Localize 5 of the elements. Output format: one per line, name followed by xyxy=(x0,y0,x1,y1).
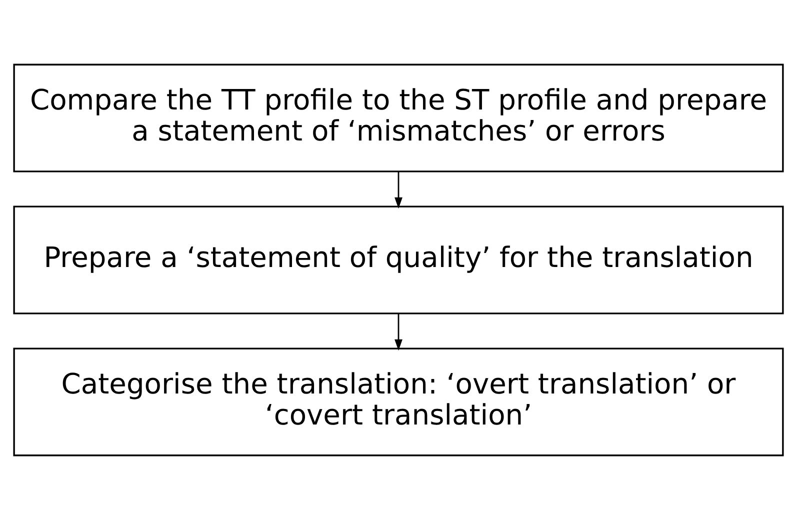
node-box: Categorise the translation: ‘overt translation’ or ‘covert translation’ xyxy=(13,347,784,456)
arrow xyxy=(394,313,402,350)
node-box: Compare the TT profile to the ST profile and prepare a statement of ‘mismatches’ or errors xyxy=(13,63,784,172)
node-box: Prepare a ‘statement of quality’ for the translation xyxy=(13,205,784,314)
arrow xyxy=(394,171,402,208)
